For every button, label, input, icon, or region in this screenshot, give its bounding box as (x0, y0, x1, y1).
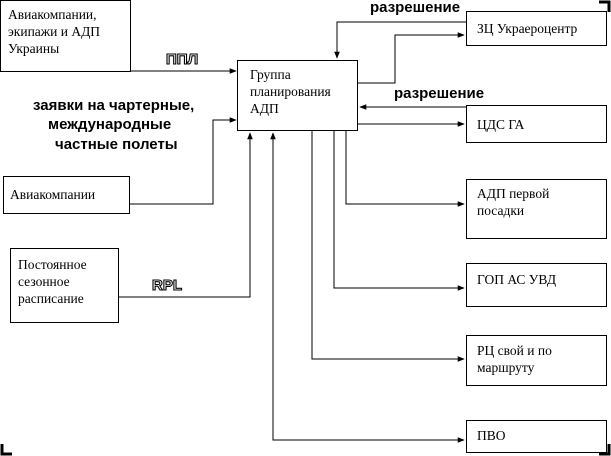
arrow-postoyannoe-to-gruppa (119, 132, 253, 298)
arrow-gruppa-to-gop (333, 131, 465, 291)
text-aviakompanii: Авиакомпании (10, 187, 95, 202)
box-rc (466, 335, 607, 386)
text-aviakompanii-ekipazhi: Авиакомпании, экипажи и АДП Украины (8, 7, 103, 56)
box-zc-ukraerocentr (466, 11, 607, 46)
text-postoyannoe-raspisanie: Постоянное сезонное расписание (18, 257, 90, 306)
box-gop-as-uvd (466, 263, 607, 307)
label-razreshenie-top: разрешение (370, 0, 460, 16)
arrow-aviakompanii-to-gruppa (130, 117, 237, 205)
box-gruppa-planirovaniya (237, 60, 358, 131)
arrow-pvo-gruppa (270, 132, 465, 443)
text-cds-ga: ЦДС ГА (477, 117, 525, 132)
label-ppl: ППЛ (166, 51, 198, 68)
box-aviakompanii (3, 176, 130, 214)
text-adp-pervoy-posadki: АДП первой посадки (477, 186, 553, 218)
arrow-gruppa-to-zc (358, 32, 465, 84)
label-zayavki: заявки на чартерные, международные частн… (33, 97, 198, 153)
box-pvo (466, 420, 607, 453)
arrow-zc-to-gruppa (334, 21, 466, 59)
text-rc: РЦ свой и по маршруту (477, 343, 555, 375)
arrow-gruppa-to-adp (345, 131, 465, 207)
text-zc-ukraerocentr: ЗЦ Украероцентр (477, 21, 578, 36)
text-gop-as-uvd: ГОП АС УВД (477, 272, 556, 287)
box-aviakompanii-ekipazhi (0, 0, 131, 72)
text-pvo: ПВО (477, 428, 506, 443)
box-adp-pervoy-posadki (466, 179, 607, 239)
arrow-gruppa-to-rc (311, 131, 465, 362)
box-cds-ga (466, 105, 607, 143)
box-postoyannoe-raspisanie (10, 248, 119, 323)
label-rpl: RPL (152, 277, 182, 294)
text-gruppa-planirovaniya: Группа планирования АДП (250, 67, 334, 116)
label-razreshenie-mid: разрешение (394, 85, 484, 102)
